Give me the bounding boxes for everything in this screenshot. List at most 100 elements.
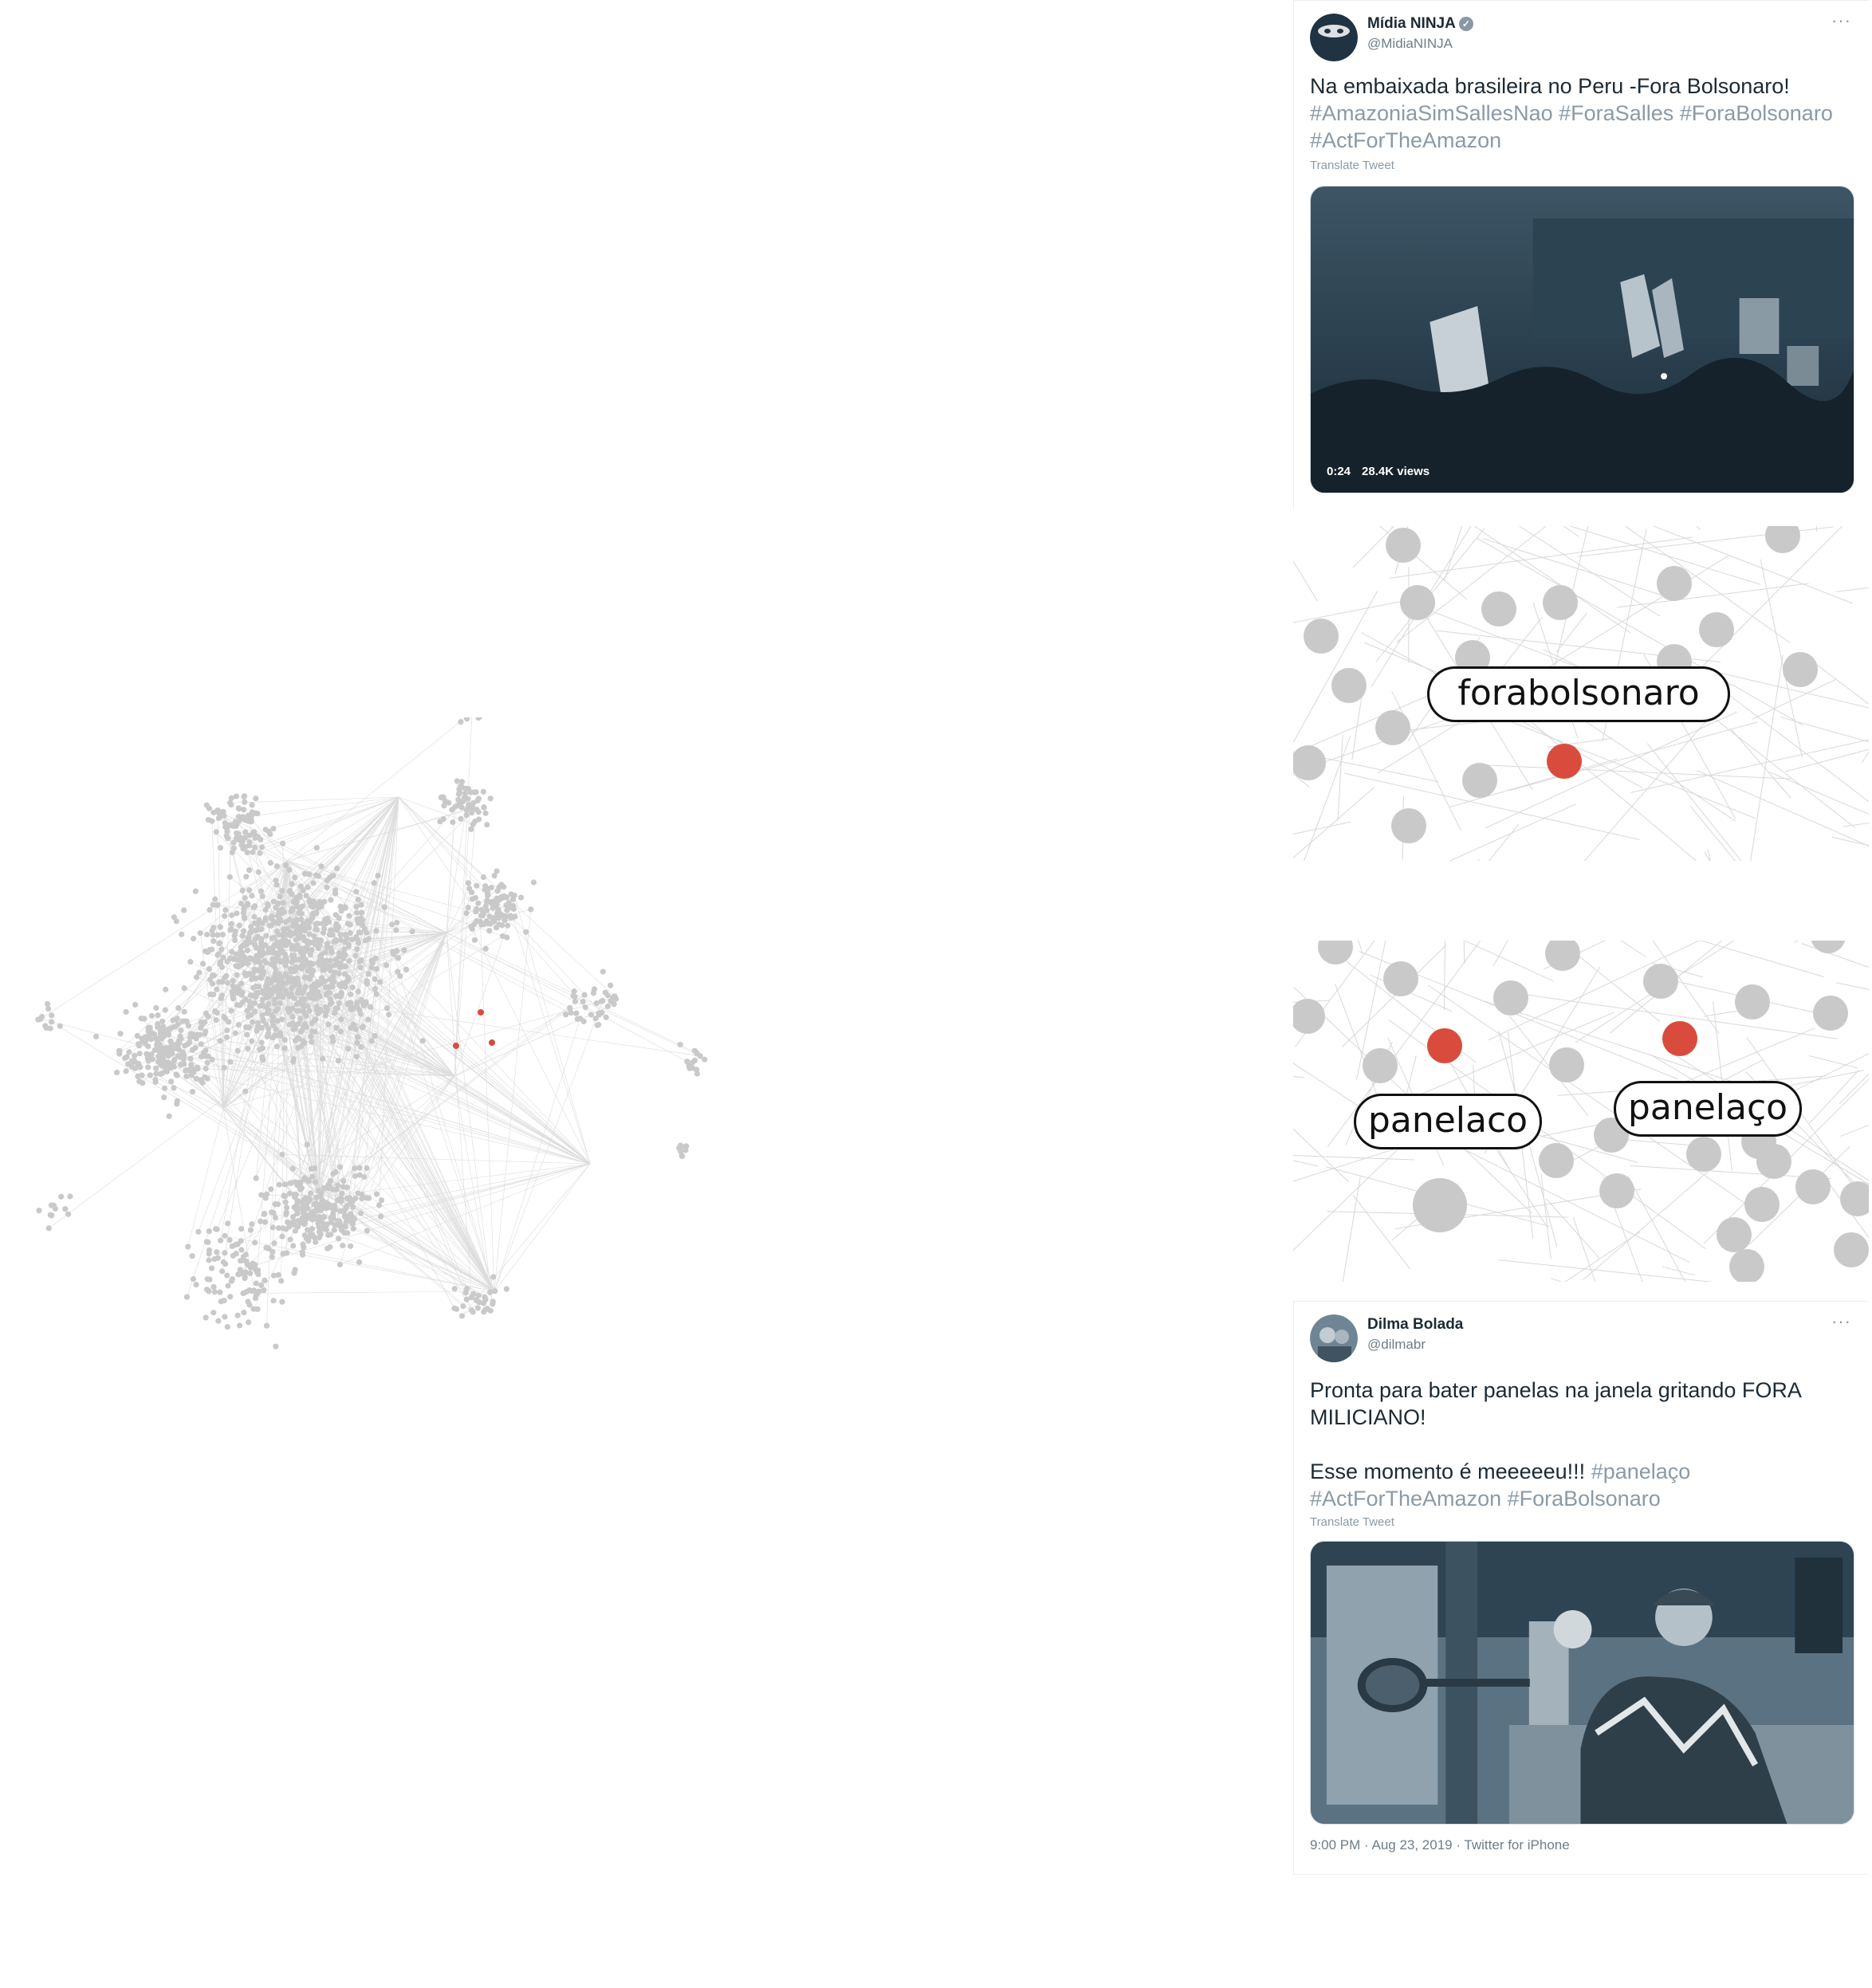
graph-node	[173, 918, 179, 925]
graph-node	[292, 1026, 299, 1032]
graph-node	[269, 989, 276, 996]
translate-tweet-link[interactable]: Translate Tweet	[1310, 1515, 1394, 1529]
graph-node	[126, 1049, 132, 1055]
graph-node	[373, 966, 380, 972]
graph-node	[295, 1224, 301, 1230]
graph-node	[292, 1267, 298, 1273]
author-name[interactable]: Mídia NINJA✓	[1367, 15, 1473, 33]
graph-edge	[148, 1055, 495, 1292]
zoom-edge	[1602, 1176, 1643, 1282]
tweet-card-midianinja[interactable]: Mídia NINJA✓ @MidiaNINJA ··· Na embaixad…	[1293, 0, 1869, 510]
graph-node	[277, 987, 283, 993]
graph-node	[581, 992, 588, 998]
graph-node	[192, 888, 199, 894]
graph-node	[166, 1113, 172, 1119]
graph-node	[263, 1021, 269, 1027]
hashtags[interactable]: #AmazoniaSimSallesNao #ForaSalles #ForaB…	[1310, 101, 1833, 125]
graph-node	[246, 998, 253, 1005]
zoom-edge	[1555, 612, 1587, 653]
graph-node	[594, 1022, 600, 1028]
graph-node	[238, 1226, 245, 1232]
graph-edge	[222, 906, 511, 1109]
graph-node	[591, 986, 598, 992]
zoom-edge	[1808, 658, 1869, 705]
graph-edge	[494, 1000, 604, 1292]
graph-node	[181, 1043, 188, 1049]
graph-node	[210, 902, 216, 908]
graph-node	[294, 903, 301, 910]
tweet-card-dilmabolada[interactable]: Dilma Bolada @dilmabr ··· Pronta para ba…	[1293, 1301, 1869, 1875]
graph-edge	[293, 932, 447, 956]
translate-tweet-link[interactable]: Translate Tweet	[1310, 159, 1394, 172]
graph-node	[409, 929, 415, 935]
graph-node	[217, 924, 223, 930]
graph-node	[242, 1088, 249, 1094]
graph-node	[303, 1201, 310, 1208]
zoom-edge	[1780, 717, 1869, 743]
graph-node	[324, 1008, 330, 1014]
graph-node	[175, 1004, 182, 1012]
author-handle[interactable]: @MidiaNINJA	[1367, 36, 1453, 51]
graph-node	[286, 866, 293, 873]
tweet-text: Pronta para bater panelas na janela grit…	[1310, 1377, 1853, 1512]
graph-node	[463, 812, 470, 819]
graph-node	[276, 1181, 282, 1188]
graph-node	[395, 968, 401, 975]
graph-node	[252, 1295, 258, 1302]
hashtag-panelaco[interactable]: #panelaço	[1591, 1460, 1691, 1483]
graph-node	[280, 900, 286, 906]
graph-node	[224, 1272, 230, 1279]
zoom-edge	[1630, 739, 1869, 793]
graph-node	[155, 1020, 161, 1027]
author-name[interactable]: Dilma Bolada	[1367, 1316, 1464, 1333]
graph-node	[339, 1190, 345, 1196]
graph-node	[252, 1240, 258, 1246]
graph-node	[157, 1055, 163, 1063]
graph-node	[263, 1322, 270, 1329]
hashtags[interactable]: #ActForTheAmazon	[1310, 128, 1502, 152]
graph-node	[265, 976, 271, 982]
graph-node	[290, 1243, 297, 1249]
graph-node	[294, 976, 301, 984]
hashtags[interactable]: #ActForTheAmazon #ForaBolsonaro	[1310, 1487, 1661, 1511]
graph-node	[603, 1014, 609, 1020]
graph-node	[309, 1173, 316, 1180]
tweet-photo[interactable]	[1310, 1541, 1854, 1825]
graph-node	[206, 965, 212, 972]
zoom-edge	[1543, 941, 1607, 970]
graph-node	[267, 831, 273, 838]
avatar[interactable]	[1310, 1314, 1358, 1362]
graph-node	[348, 937, 356, 943]
graph-edge	[250, 1006, 591, 1165]
network-zoom-forabolsonaro: forabolsonaro	[1293, 526, 1869, 861]
graph-node	[171, 1085, 177, 1091]
graph-node	[474, 797, 481, 804]
graph-node	[167, 1078, 175, 1085]
graph-node	[338, 1016, 344, 1023]
graph-edge	[454, 1075, 494, 1304]
graph-node	[299, 990, 305, 996]
graph-node	[582, 1004, 588, 1011]
zoom-edge	[1352, 1195, 1411, 1270]
graph-node	[523, 929, 529, 935]
graph-node	[206, 1247, 213, 1253]
more-options-icon[interactable]: ···	[1831, 1311, 1851, 1331]
author-handle[interactable]: @dilmabr	[1367, 1337, 1426, 1352]
graph-node	[271, 1240, 277, 1247]
graph-node	[244, 849, 250, 856]
graph-node	[316, 1229, 323, 1236]
graph-node	[343, 979, 349, 985]
graph-node	[271, 934, 277, 941]
tweet-timestamp[interactable]: 9:00 PM · Aug 23, 2019 · Twitter for iPh…	[1310, 1837, 1570, 1852]
avatar[interactable]	[1310, 14, 1358, 61]
graph-node	[300, 887, 306, 894]
graph-node	[326, 963, 332, 969]
zoom-edge	[1704, 851, 1710, 861]
graph-node	[269, 913, 275, 920]
verified-badge-icon: ✓	[1458, 17, 1473, 31]
graph-edge	[225, 910, 495, 1292]
graph-node	[138, 1016, 144, 1022]
more-options-icon[interactable]: ···	[1831, 10, 1851, 30]
